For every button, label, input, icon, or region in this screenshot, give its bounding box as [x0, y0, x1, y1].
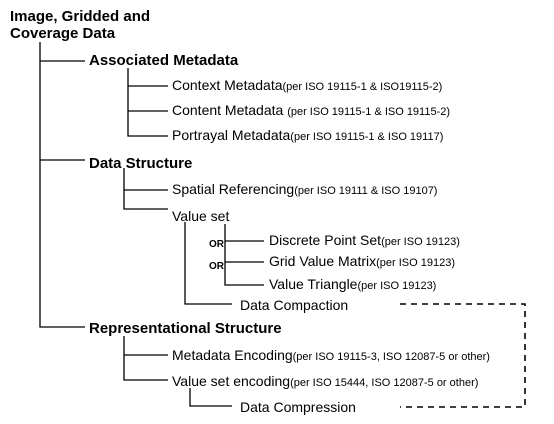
- metadata-encoding-item: Metadata Encoding(per ISO 19115-3, ISO 1…: [172, 348, 490, 364]
- connector-value-set-encoding: [189, 388, 232, 407]
- content-metadata-note: (per ISO 19115-1 & ISO 19115-2): [287, 106, 451, 118]
- portrayal-metadata-note: (per ISO 19115-1 & ISO 19117): [290, 131, 444, 143]
- grid-value-matrix-note: (per ISO 19123): [376, 257, 455, 269]
- discrete-point-set-label: Discrete Point Set: [269, 232, 382, 248]
- connector-value-set: [184, 222, 232, 305]
- metadata-encoding-label: Metadata Encoding: [172, 347, 293, 363]
- or-connector-1: OR: [209, 239, 224, 250]
- value-set-encoding-note: (per ISO 15444, ISO 12087-5 or other): [290, 377, 479, 389]
- connector-data-structure: [123, 168, 168, 210]
- or-connector-2: OR: [209, 261, 224, 272]
- discrete-point-set-note: (per ISO 19123): [381, 236, 460, 248]
- dashed-link: [400, 303, 526, 408]
- root-title-line2: Coverage Data: [10, 25, 116, 42]
- value-set-encoding-item: Value set encoding(per ISO 15444, ISO 12…: [172, 374, 478, 390]
- spatial-referencing-label: Spatial Referencing: [172, 181, 295, 197]
- associated-metadata-heading: Associated Metadata: [89, 52, 239, 69]
- value-set-label: Value set: [172, 208, 230, 224]
- value-set-encoding-label: Value set encoding: [172, 373, 291, 389]
- data-structure-heading: Data Structure: [89, 155, 193, 172]
- root-title-line1: Image, Gridded and: [10, 8, 151, 25]
- content-metadata-item: Content Metadata (per ISO 19115-1 & ISO …: [172, 103, 450, 119]
- connector-representational-structure: [123, 336, 168, 381]
- context-metadata-label: Context Metadata: [172, 77, 283, 93]
- representational-structure-heading: Representational Structure: [89, 320, 282, 337]
- spatial-referencing-note: (per ISO 19111 & ISO 19107): [294, 185, 438, 197]
- data-compaction-label: Data Compaction: [240, 297, 349, 313]
- discrete-point-set-item: Discrete Point Set(per ISO 19123): [269, 233, 460, 249]
- context-metadata-item: Context Metadata(per ISO 19115-1 & ISO19…: [172, 78, 442, 94]
- content-metadata-label: Content Metadata: [172, 102, 288, 118]
- grid-value-matrix-item: Grid Value Matrix(per ISO 19123): [269, 254, 455, 270]
- value-triangle-note: (per ISO 19123): [357, 280, 437, 292]
- connector-root: [39, 42, 85, 328]
- grid-value-matrix-label: Grid Value Matrix: [269, 253, 377, 269]
- value-triangle-label: Value Triangle: [269, 276, 358, 292]
- connector-associated-metadata: [127, 68, 168, 137]
- portrayal-metadata-label: Portrayal Metadata: [172, 127, 291, 143]
- connector-value-set-items: [224, 224, 264, 286]
- data-compression-label: Data Compression: [240, 399, 356, 415]
- metadata-encoding-note: (per ISO 19115-3, ISO 12087-5 or other): [292, 351, 490, 363]
- portrayal-metadata-item: Portrayal Metadata(per ISO 19115-1 & ISO…: [172, 128, 443, 144]
- spatial-referencing-item: Spatial Referencing(per ISO 19111 & ISO …: [172, 182, 437, 198]
- context-metadata-note: (per ISO 19115-1 & ISO19115-2): [282, 81, 443, 93]
- value-triangle-item: Value Triangle(per ISO 19123): [269, 277, 436, 293]
